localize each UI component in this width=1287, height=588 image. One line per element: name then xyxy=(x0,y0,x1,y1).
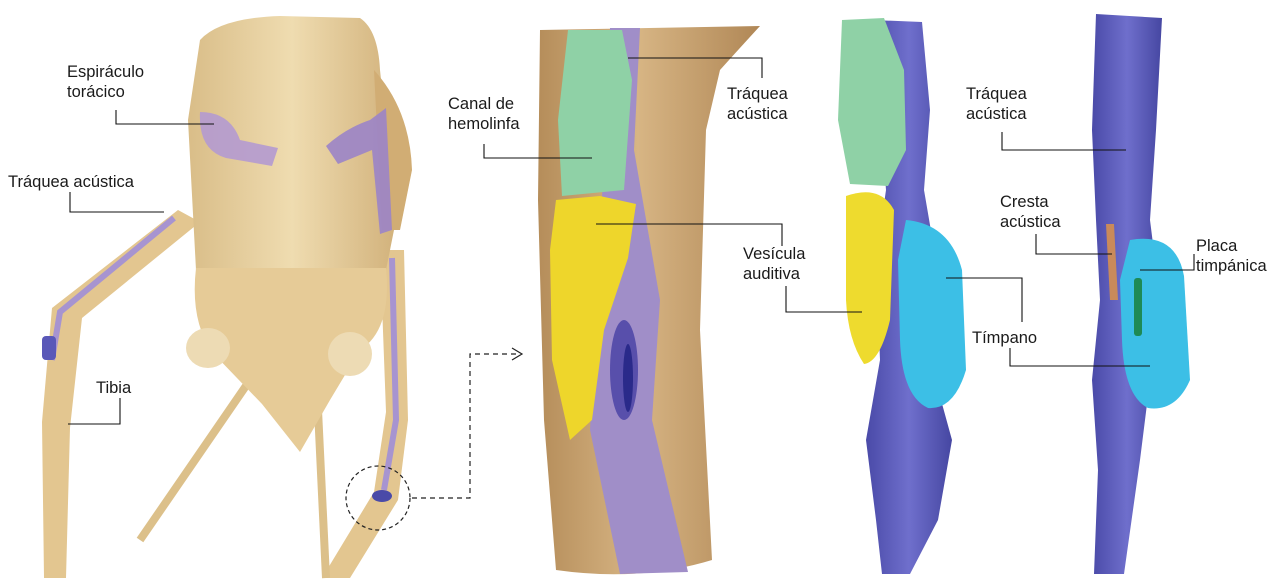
label-placa-line2: timpánica xyxy=(1196,256,1267,276)
label-traquea-mid-line1: Tráquea xyxy=(727,84,788,104)
label-timpano: Tímpano xyxy=(972,328,1037,348)
label-vesicula-line2: auditiva xyxy=(743,264,805,284)
model-panel-2 xyxy=(1092,14,1190,574)
palp-left xyxy=(140,380,250,540)
label-canal: Canal de hemolinfa xyxy=(448,94,520,134)
label-espiraculo: Espiráculo torácico xyxy=(67,62,144,102)
eye-left xyxy=(186,328,230,368)
eye-right xyxy=(328,332,372,376)
tympanal-slit-inner xyxy=(623,344,633,412)
right-leg-spot xyxy=(372,490,392,502)
label-canal-line1: Canal de xyxy=(448,94,520,114)
leader-tibia xyxy=(68,398,120,424)
label-traquea-right-line2: acústica xyxy=(966,104,1027,124)
label-traquea-right: Tráquea acústica xyxy=(966,84,1027,124)
label-timpano-line1: Tímpano xyxy=(972,328,1037,348)
label-espiraculo-line1: Espiráculo xyxy=(67,62,144,82)
label-traquea-mid-line2: acústica xyxy=(727,104,788,124)
label-placa-line1: Placa xyxy=(1196,236,1267,256)
label-vesicula: Vesícula auditiva xyxy=(743,244,805,284)
tympanic-plate xyxy=(1134,278,1142,336)
leader-traquea-left xyxy=(70,192,164,212)
label-cresta-line1: Cresta xyxy=(1000,192,1061,212)
label-espiraculo-line2: torácico xyxy=(67,82,144,102)
label-vesicula-line1: Vesícula xyxy=(743,244,805,264)
tympanum-cyan-1 xyxy=(898,220,966,408)
label-traquea-left-line1: Tráquea acústica xyxy=(8,172,134,192)
hemolymph-channel xyxy=(558,30,632,196)
label-traquea-mid: Tráquea acústica xyxy=(727,84,788,124)
label-canal-line2: hemolinfa xyxy=(448,114,520,134)
palp-right xyxy=(318,410,326,578)
label-traquea-left: Tráquea acústica xyxy=(8,172,134,192)
label-cresta: Cresta acústica xyxy=(1000,192,1061,232)
zoom-arrow xyxy=(412,354,520,498)
label-tibia-line1: Tibia xyxy=(96,378,131,398)
label-traquea-right-line1: Tráquea xyxy=(966,84,1027,104)
label-tibia: Tibia xyxy=(96,378,131,398)
left-leg-spot xyxy=(42,336,56,360)
model-panel-1 xyxy=(838,18,966,574)
label-cresta-line2: acústica xyxy=(1000,212,1061,232)
label-placa: Placa timpánica xyxy=(1196,236,1267,276)
tympanum-cyan-2 xyxy=(1120,239,1190,409)
